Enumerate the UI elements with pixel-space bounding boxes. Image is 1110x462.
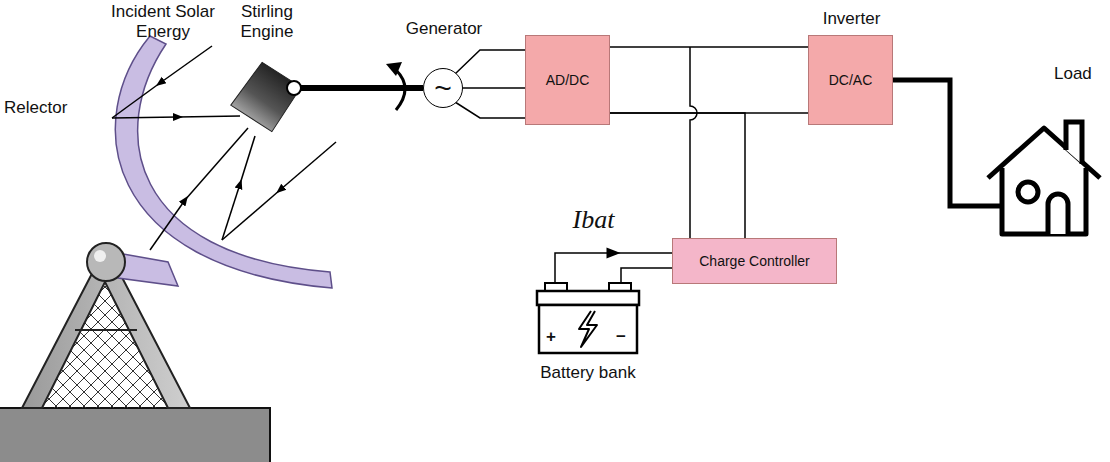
generator-symbol: Generator~ [423, 68, 463, 108]
base-plinth [0, 408, 270, 462]
pivot-highlight [94, 250, 106, 262]
generator-wire [463, 88, 525, 89]
node-text: DC/AC [829, 73, 873, 87]
dc-bus-wire [610, 47, 808, 48]
rotation-arrowhead [386, 62, 402, 76]
stand-crossbar [75, 329, 137, 331]
battery-current-wire [555, 247, 672, 283]
node-text: Stirling Engine [220, 2, 314, 41]
solar-rays [112, 46, 336, 250]
node-text: Generator [384, 19, 504, 39]
controller-wire [610, 113, 745, 238]
node-text: Battery bank [523, 363, 653, 383]
node-text: + [541, 327, 561, 347]
generator-wire [455, 102, 525, 118]
controller-wire [690, 47, 697, 238]
pivot-ball [87, 243, 125, 281]
engine-body [222, 52, 312, 142]
load-cable [893, 80, 1000, 206]
stirling-engine: Stirling Engine [222, 52, 312, 142]
inverter-box: InverterDC/AC [808, 35, 893, 125]
node-text: Charge Controller [699, 254, 810, 268]
load-house: Load [982, 120, 1106, 240]
node-text: ~ [434, 73, 452, 103]
node-text: Inverter [794, 9, 909, 29]
drive-shaft [310, 88, 423, 89]
charge-controller-box: Charge Controller [672, 238, 837, 284]
rectifier-box: AD/DC [525, 35, 610, 125]
current-label: Ibat [571, 205, 617, 235]
reflector-label: Relector [4, 98, 94, 118]
house-icon [982, 120, 1106, 240]
battery-bank: +−Battery bank [535, 283, 641, 355]
generator-wire [455, 50, 525, 74]
solar-energy-label: Incident Solar Energy [98, 2, 228, 41]
reflector-dish [115, 36, 332, 288]
node-text: Load [1054, 64, 1104, 84]
node-text: − [611, 327, 631, 347]
node-text: AD/DC [546, 73, 590, 87]
